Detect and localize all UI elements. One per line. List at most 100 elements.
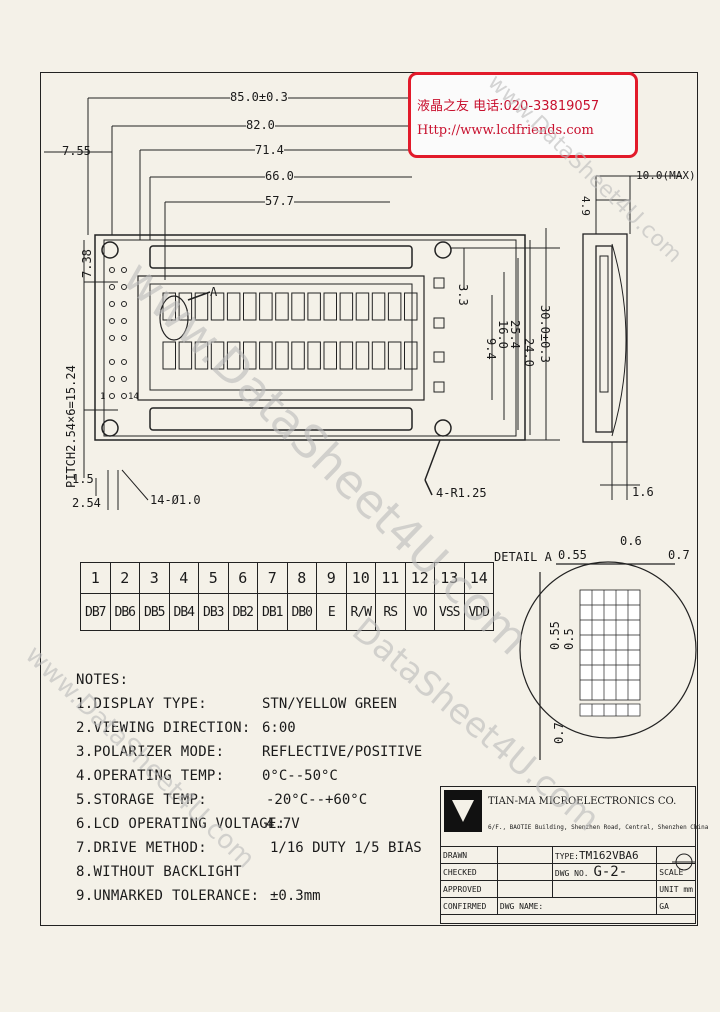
notes-heading: NOTES: [76, 672, 129, 688]
lcd-char-cell [210, 341, 225, 370]
dim-85: 85.0±0.3 [230, 90, 288, 104]
lcd-char-cell [291, 341, 305, 370]
note-value: STN/YELLOW GREEN [262, 696, 397, 712]
dim-25-4: 25.4 [508, 320, 522, 349]
note-label: 4.OPERATING TEMP: [76, 768, 225, 784]
lcd-char-cell [243, 292, 257, 321]
note-value: ±0.3mm [270, 888, 321, 904]
pin-name-cell: DB7 [80, 593, 111, 631]
pin-name-cell: R/W [345, 593, 376, 631]
pin-name-row: DB7 DB6 DB5 DB4 DB3 DB2 DB1 DB0 E R/W RS… [80, 593, 494, 631]
lcd-char-cell [404, 341, 418, 370]
detail-dim-0-7-v: 0.7 [552, 722, 566, 744]
drawing-frame [40, 72, 698, 926]
pin-name-cell: VSS [434, 593, 465, 631]
lcd-char-cell [339, 341, 354, 370]
pin-number-cell: 2 [109, 562, 140, 594]
detail-dim-0-55: 0.55 [558, 548, 587, 562]
title-block-grid: DRAWN TYPE:TM162VBA6 CHECKED DWG NO. G-2… [440, 846, 696, 915]
lcd-char-cell [355, 292, 370, 321]
note-value: 1/16 DUTY 1/5 BIAS [270, 840, 422, 856]
scale-label: SCALE [656, 863, 696, 881]
drawn-sign [496, 846, 553, 864]
dim-1-5: 1.5 [72, 472, 94, 486]
dim-82: 82.0 [246, 118, 275, 132]
lcd-char-cell [226, 341, 241, 370]
note-value: REFLECTIVE/POSITIVE [262, 744, 423, 760]
dim-4-9: 4.9 [579, 196, 592, 216]
unit-value: mm [683, 884, 693, 894]
note-label: 2.VIEWING DIRECTION: [76, 720, 251, 736]
label-detail-a: A [210, 285, 218, 299]
detail-dim-0-6: 0.6 [620, 534, 642, 548]
dim-24: 24.0 [522, 338, 536, 367]
dim-71-4: 71.4 [255, 143, 284, 157]
stamp-phone-line: 液晶之友 电话:020-33819057 [417, 99, 600, 114]
lcd-char-cell [194, 341, 209, 370]
dwg-no-label: DWG NO. [554, 869, 589, 878]
pin-name-cell: DB6 [109, 593, 140, 631]
note-label: 7.DRIVE METHOD: [76, 840, 207, 856]
pin-name-cell: RS [375, 593, 406, 631]
note-value: 6:00 [262, 720, 296, 736]
pin-name-cell: DB4 [168, 593, 199, 631]
lcd-char-cell [194, 292, 209, 321]
confirmed-label: CONFIRMED [440, 897, 498, 915]
lcd-char-cell [226, 292, 241, 321]
checked-label: CHECKED [440, 863, 498, 881]
pin-number-cell: 4 [168, 562, 199, 594]
type-label: TYPE:TM162VBA6 [551, 846, 658, 864]
lcd-char-cell [307, 292, 321, 321]
pin-name-cell: VO [404, 593, 435, 631]
pin-number-cell: 8 [286, 562, 317, 594]
pin-number-cell: 6 [227, 562, 258, 594]
detail-a-title: DETAIL A [494, 550, 552, 564]
dim-corner-radius: 4-R1.25 [436, 486, 487, 500]
pin-number-cell: 9 [316, 562, 347, 594]
lcd-char-cell [243, 341, 257, 370]
dim-1-6: 1.6 [632, 485, 654, 499]
lcd-char-cell [162, 292, 176, 321]
pin-assignment-table: 1 2 3 4 5 6 7 8 9 10 11 12 13 14 DB7 DB6… [80, 562, 494, 631]
pin-number-cell: 1 [80, 562, 111, 594]
label-pin-1: 1 [100, 392, 106, 402]
lcd-char-cell [323, 292, 337, 321]
dwg-no-value: G-2- [593, 864, 628, 880]
detail-dim-0-7: 0.7 [668, 548, 690, 562]
lcd-char-cell [371, 292, 386, 321]
dwg-name-label: DWG NAME: [496, 897, 658, 915]
note-value: 4.7V [266, 816, 300, 832]
unit-label-text: UNIT [659, 884, 679, 894]
lcd-char-cell [387, 341, 402, 370]
stamp-url-line: Http://www.lcdfriends.com [417, 123, 594, 138]
contact-stamp: 液晶之友 电话:020-33819057 Http://www.lcdfrien… [408, 72, 638, 158]
pin-number-row: 1 2 3 4 5 6 7 8 9 10 11 12 13 14 [80, 562, 494, 594]
approved-label: APPROVED [440, 880, 498, 898]
dim-3-3: 3.3 [456, 284, 470, 306]
dim-7-55: 7.55 [62, 144, 91, 158]
lcd-char-cell [355, 341, 370, 370]
dim-57-7: 57.7 [265, 194, 294, 208]
lcd-char-cell [210, 292, 225, 321]
dwg-no-cell: DWG NO. G-2- [551, 863, 658, 881]
pin-name-cell: DB2 [227, 593, 258, 631]
pin-number-cell: 12 [404, 562, 435, 594]
lcd-char-cell [323, 341, 337, 370]
lcd-char-cell [178, 292, 193, 321]
lcd-char-cell [162, 341, 176, 370]
type-value: TM162VBA6 [578, 848, 639, 862]
dim-hole-dia: 14-Ø1.0 [150, 493, 201, 507]
pin-name-cell: DB1 [257, 593, 288, 631]
pin-number-cell: 13 [434, 562, 465, 594]
lcd-char-cell [275, 292, 289, 321]
note-label: 1.DISPLAY TYPE: [76, 696, 207, 712]
pin-name-cell: E [316, 593, 347, 631]
dim-66: 66.0 [265, 169, 294, 183]
dim-pitch: PITCH2.54×6=15.24 [64, 365, 78, 488]
lcd-char-cell [307, 341, 321, 370]
pin-number-cell: 14 [463, 562, 494, 594]
lcd-char-cell [291, 292, 305, 321]
pin-name-cell: DB0 [286, 593, 317, 631]
